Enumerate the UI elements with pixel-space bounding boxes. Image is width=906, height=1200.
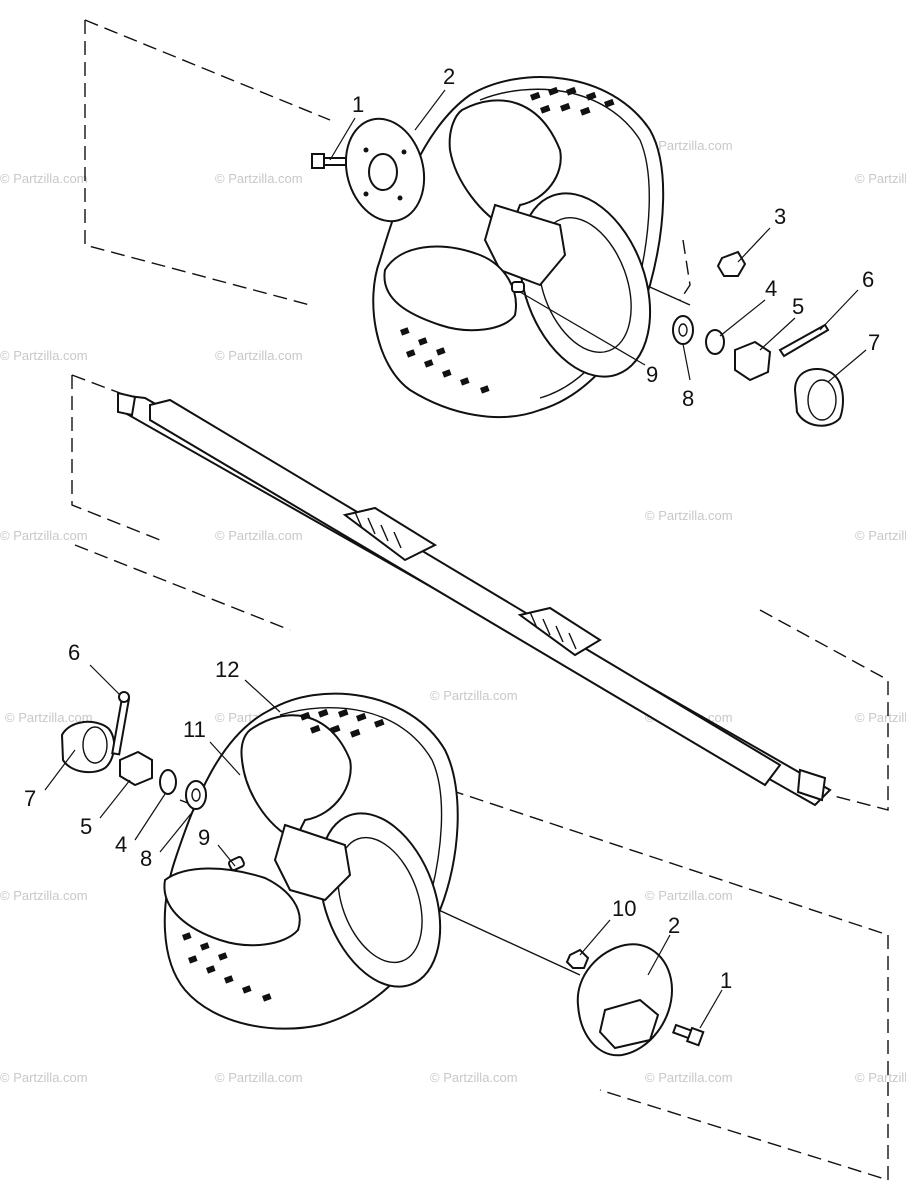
watermark-text: © Partzilla.com	[645, 888, 733, 903]
bottom-hardware	[60, 691, 207, 810]
top-rim-inner	[538, 216, 632, 354]
bottom-wheel-boundary-right	[599, 935, 889, 1181]
top-wheel-boundary-top	[84, 19, 331, 121]
axle-boundary-right	[759, 609, 889, 811]
callout-bottom-9: 9	[198, 825, 210, 850]
callout-top-7: 7	[868, 330, 880, 355]
watermark-text: © Partzilla.com	[0, 1070, 88, 1085]
bottom-castle-nut	[119, 750, 153, 787]
bottom-flange-nut	[565, 948, 590, 969]
callout-top-6: 6	[862, 267, 874, 292]
hub-plate-center	[598, 998, 660, 1050]
top-lock-washer	[705, 329, 725, 355]
top-wheel-boundary-right	[679, 239, 691, 301]
spline-ridges	[354, 511, 577, 650]
callout-bottom-7: 7	[24, 786, 36, 811]
watermark-text: © Partzilla.com	[430, 688, 518, 703]
watermark-text: © Partzilla.com	[645, 138, 733, 153]
axle	[117, 391, 832, 807]
callout-bottom-1: 1	[720, 968, 732, 993]
axle-end-thread-left	[117, 391, 137, 417]
watermark-text: © Partzilla.com	[645, 508, 733, 523]
callout-bottom-11: 11	[183, 717, 206, 742]
bottom-rim-hub	[273, 823, 352, 902]
top-wheel-assembly	[372, 76, 665, 419]
bottom-washer	[185, 780, 207, 810]
axle-spline-left	[342, 506, 438, 562]
callout-bottom-8: 8	[140, 846, 152, 871]
axle-boundary-left	[71, 375, 161, 541]
leader-lines	[44, 89, 867, 1029]
axle-boundary-top	[71, 374, 126, 396]
callout-top-9: 9	[646, 362, 658, 387]
callout-bottom-6: 6	[68, 640, 80, 665]
bottom-wheel-assembly	[163, 692, 459, 1030]
top-valve-stem	[511, 281, 525, 293]
watermark-text: © Partzilla.com	[215, 348, 303, 363]
bottom-cotter-pin	[111, 696, 131, 756]
top-washer	[672, 315, 694, 345]
callout-bottom-2: 2	[668, 913, 680, 938]
bottom-lock-washer	[159, 769, 177, 795]
watermark-text: © Partzilla.com	[855, 710, 906, 725]
watermark-text: © Partzilla.com	[430, 1070, 518, 1085]
bottom-wheel-boundary-top	[74, 544, 291, 631]
top-flange-nut	[716, 250, 747, 277]
callout-top-5: 5	[792, 294, 804, 319]
bottom-tire-cutaway-lower	[163, 867, 301, 947]
watermark-text: © Partzilla.com	[215, 1070, 303, 1085]
watermark-text: © Partzilla.com	[0, 171, 88, 186]
bolt-shank	[323, 157, 347, 166]
watermark-text: © Partzilla.com	[855, 171, 906, 186]
callout-bottom-10: 10	[612, 896, 636, 921]
top-tire-cutaway-upper	[448, 99, 562, 232]
callout-top-3: 3	[774, 204, 786, 229]
callouts: 1 2 3 4 5 6 7 8 9 6 7 5 4 8 9 12 11 10 2…	[24, 64, 880, 993]
watermark-text: © Partzilla.com	[215, 171, 303, 186]
watermark-text: © Partzilla.com	[0, 888, 88, 903]
watermark-text: © Partzilla.com	[0, 528, 88, 543]
bottom-wheel-boundary-upper	[449, 789, 889, 936]
watermark-text: © Partzilla.com	[645, 1070, 733, 1085]
bolt-head	[311, 153, 325, 169]
axle-end-thread-right	[796, 768, 827, 802]
bottom-tire-cutaway-upper	[240, 714, 352, 842]
axle-body	[149, 398, 782, 787]
watermark-text: © Partzilla.com	[855, 528, 906, 543]
top-castle-nut	[734, 340, 772, 382]
bottom-tread-blocks	[182, 708, 385, 1002]
top-wheel-boundary-left	[84, 20, 311, 306]
bottom-rim-outer	[318, 812, 442, 988]
hub-plate-center	[368, 153, 398, 191]
top-tire-cutaway-lower	[383, 245, 517, 332]
top-bolt	[311, 153, 347, 169]
watermark-text: © Partzilla.com	[855, 1070, 906, 1085]
callout-bottom-4: 4	[115, 832, 127, 857]
top-dust-cap	[793, 368, 844, 427]
bottom-bolt-head	[685, 1026, 705, 1047]
watermark-text: © Partzilla.com	[215, 528, 303, 543]
top-hub-plate	[344, 117, 426, 223]
bottom-hub-plate	[565, 943, 705, 1057]
watermark-text: © Partzilla.com	[5, 710, 93, 725]
callout-top-8: 8	[682, 386, 694, 411]
callout-top-1: 1	[352, 92, 364, 117]
bottom-tire-tread-edge	[279, 707, 443, 906]
bottom-valve-stem	[227, 856, 245, 872]
watermark-text: © Partzilla.com	[0, 348, 88, 363]
callout-bottom-5: 5	[80, 814, 92, 839]
axle-spline-right	[517, 606, 602, 657]
callout-top-4: 4	[765, 276, 777, 301]
top-hardware	[672, 250, 844, 427]
callout-top-2: 2	[443, 64, 455, 89]
top-cotter-pin	[778, 323, 830, 358]
top-tread-blocks	[400, 86, 615, 394]
callout-bottom-12: 12	[215, 657, 239, 682]
bottom-rim-inner	[337, 836, 423, 964]
top-rim-hub	[483, 203, 567, 287]
assembly-boundaries	[71, 19, 889, 1181]
